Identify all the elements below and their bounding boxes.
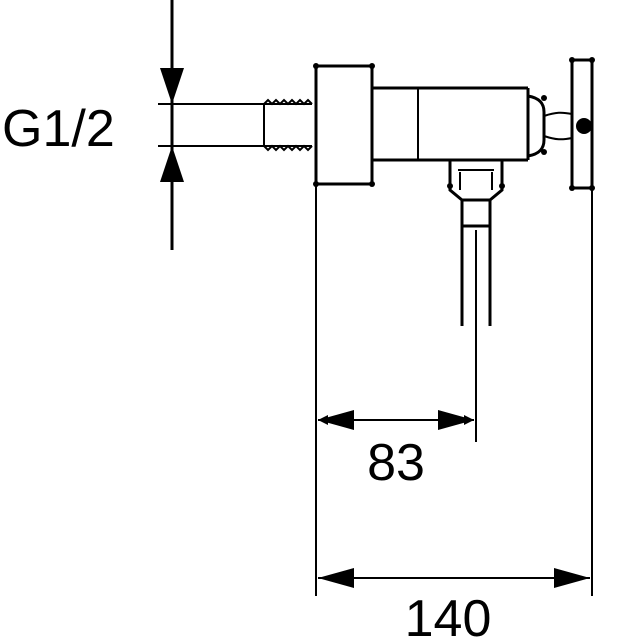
valve-handle — [527, 57, 595, 191]
thread-label: G1/2 — [2, 100, 115, 158]
flange-corner-dot — [369, 181, 375, 187]
thread-dimension: G1/2 — [2, 0, 312, 250]
thread-arrow-top — [160, 68, 184, 104]
wall-flange — [314, 64, 374, 186]
valve-body — [372, 86, 530, 162]
flange-corner-dot — [369, 63, 375, 69]
dimension-83-label: 83 — [367, 434, 425, 492]
thread-arrow-bottom — [160, 146, 184, 182]
flange-corner-dot — [313, 63, 319, 69]
dimension-83: 83 — [318, 410, 474, 492]
handle-screw — [576, 118, 592, 134]
dimension-140-label: 140 — [405, 590, 492, 640]
outlet-fitting — [447, 160, 505, 326]
threaded-connector — [263, 98, 313, 152]
dimension-140: 140 — [318, 568, 590, 640]
